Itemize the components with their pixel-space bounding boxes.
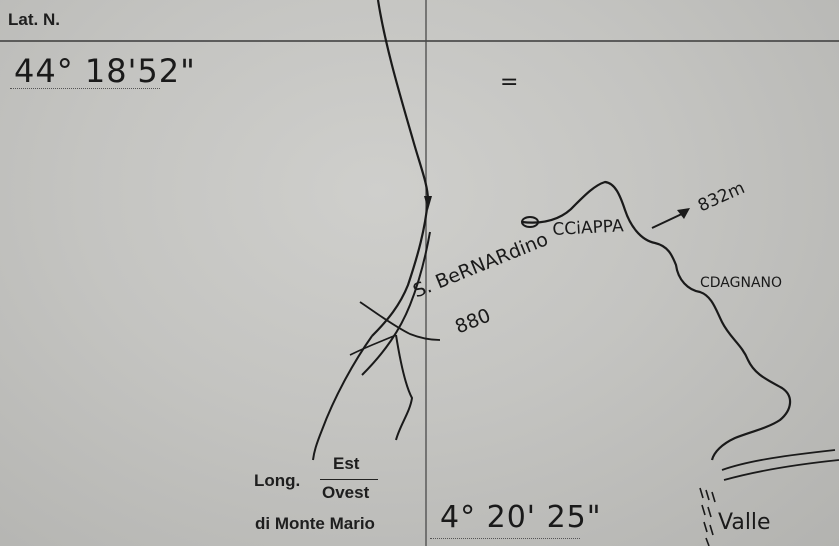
road-valle-2	[723, 459, 839, 481]
label-c-dagnano: CDAGNANO	[700, 275, 783, 291]
road-east-ridge	[521, 180, 792, 461]
longitude-fraction-bar	[320, 479, 378, 480]
label-valle: Valle	[718, 510, 771, 535]
mark-equals: =	[500, 70, 519, 95]
longitude-reference: di Monte Mario	[255, 514, 375, 533]
longitude-label: Long.	[254, 471, 301, 490]
longitude-value: 4° 20' 25"	[440, 500, 602, 535]
arrow-to-elevation	[651, 211, 687, 229]
arrowhead-icon	[677, 208, 690, 219]
road-valle-1	[721, 449, 836, 471]
road-arrow-marker	[424, 196, 432, 210]
road-branch-east	[361, 231, 431, 376]
latitude-label: Lat. N.	[8, 10, 60, 29]
valle-hatch	[699, 487, 716, 546]
start-marker	[521, 216, 539, 228]
latitude-value: 44° 18'52"	[14, 52, 196, 90]
road-cross	[359, 301, 441, 341]
latitude-underline	[10, 88, 160, 89]
longitude-ovest: Ovest	[322, 483, 370, 502]
longitude-est: Est	[333, 454, 360, 473]
longitude-underline	[430, 538, 580, 539]
road-branch-south	[395, 334, 414, 441]
road-south-west	[312, 335, 373, 461]
road-west-spur	[349, 334, 397, 356]
label-c-ciappa: CCiAPPA	[552, 216, 625, 240]
